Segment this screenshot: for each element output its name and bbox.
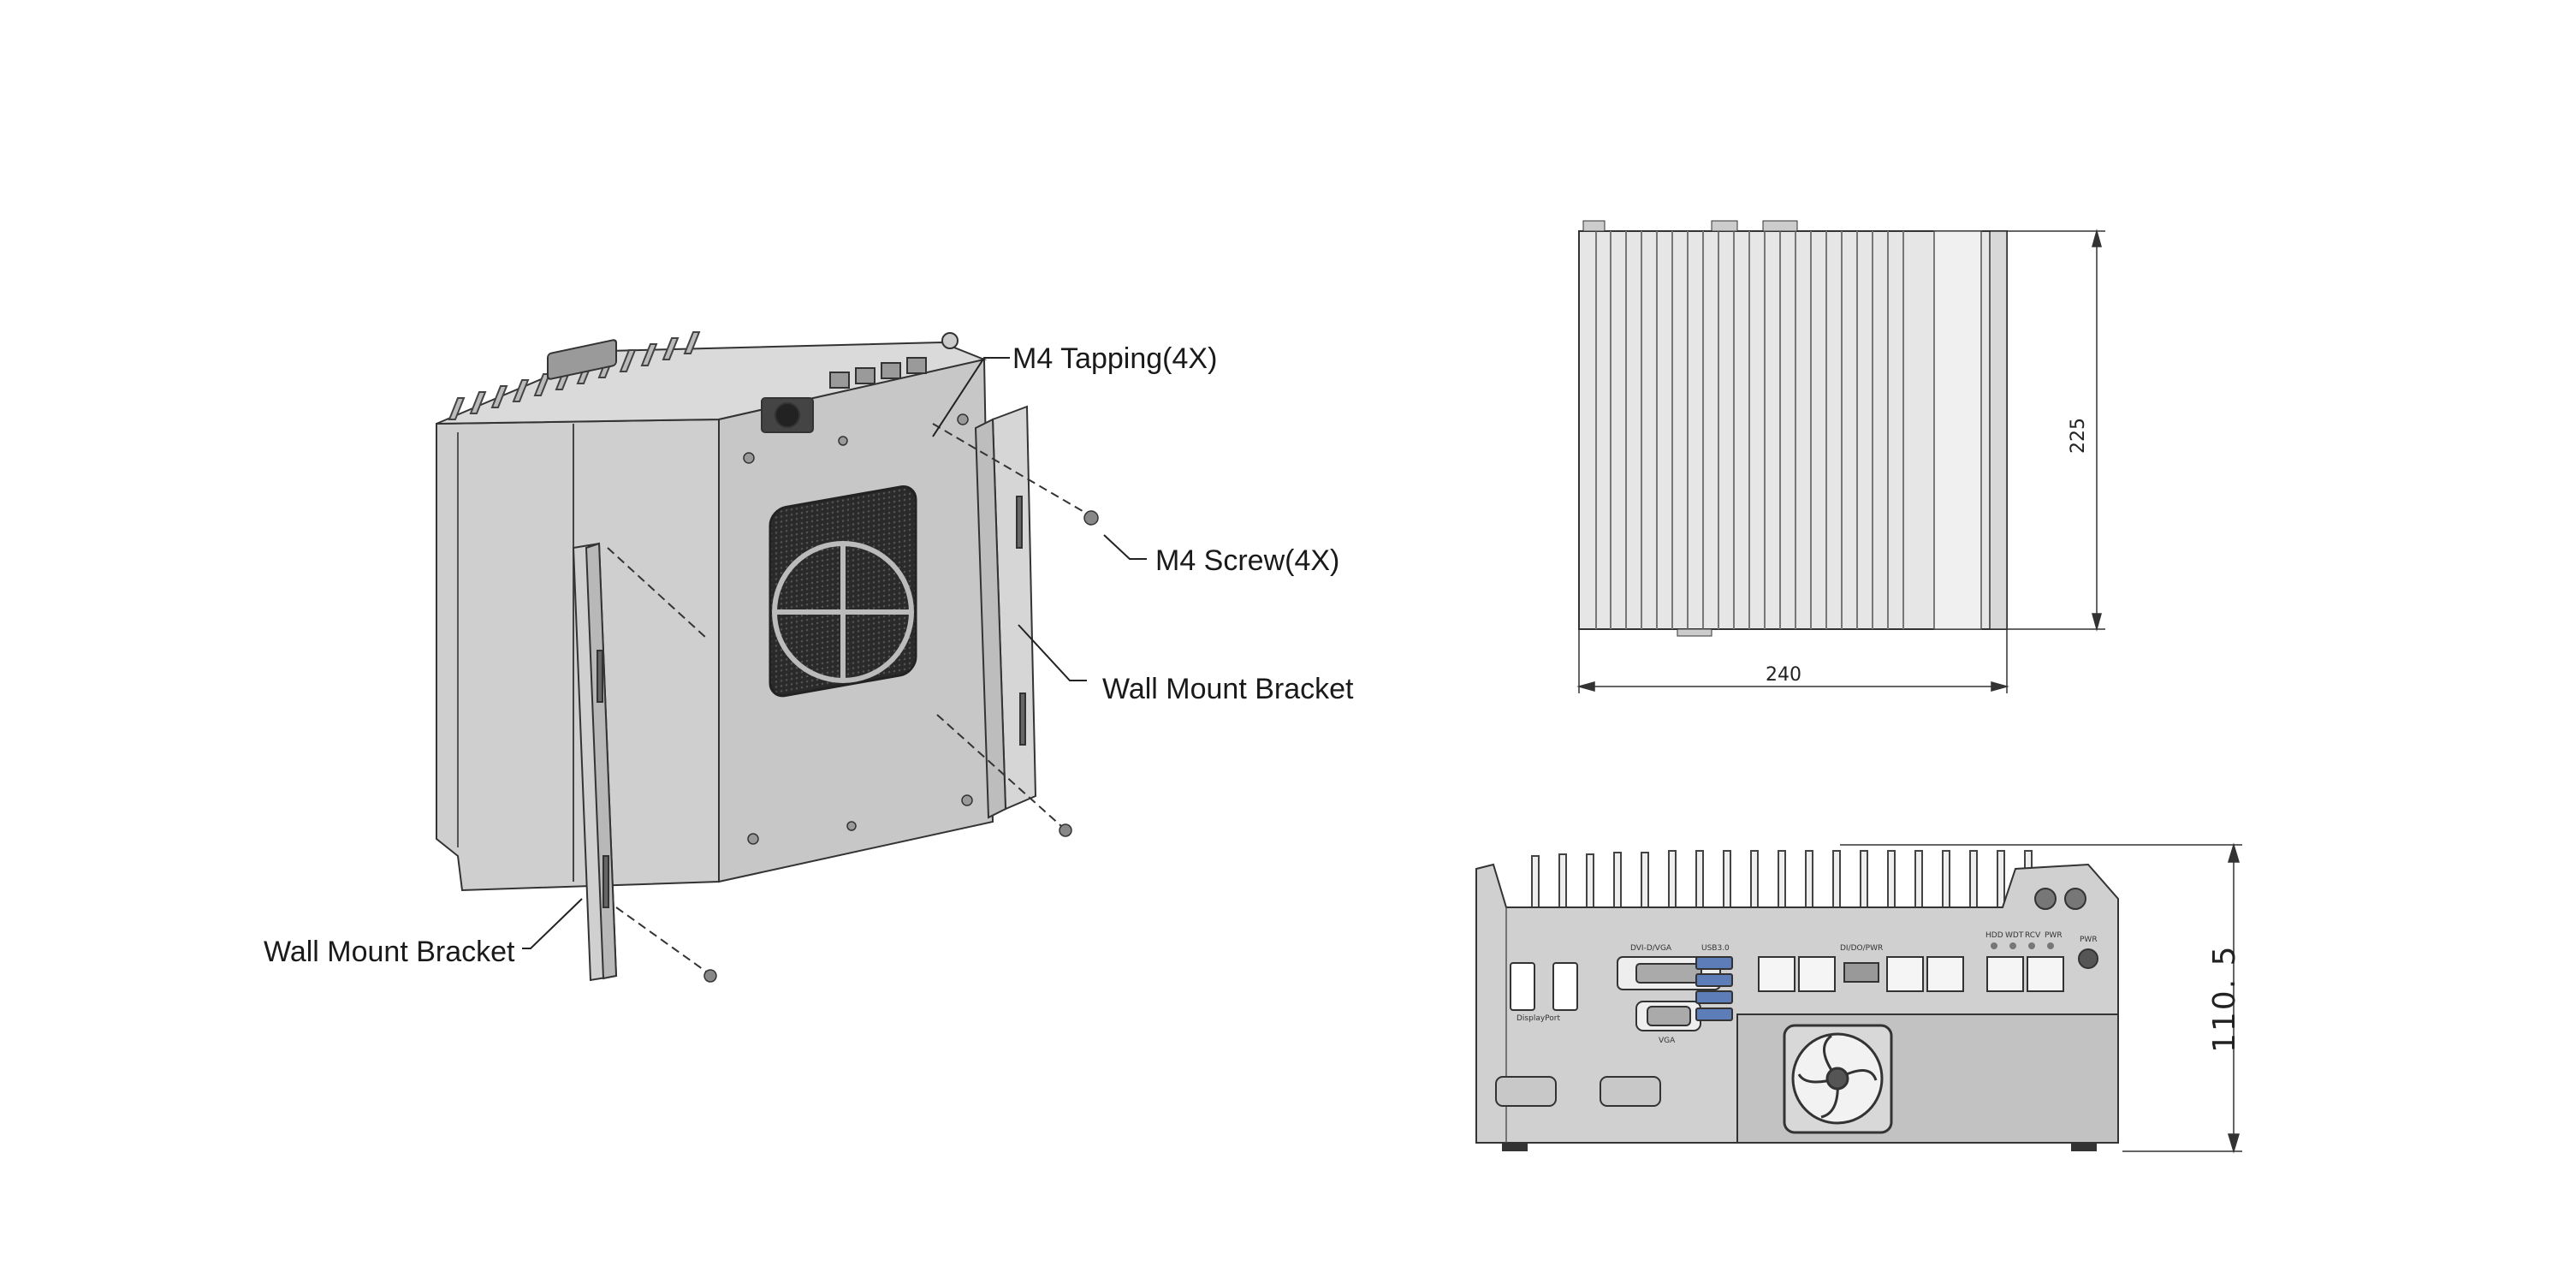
m4-screws <box>703 510 1099 983</box>
lan-connectors <box>1758 956 2064 992</box>
label-dvi: DVI-D/VGA <box>1630 944 1672 953</box>
com-connectors <box>1495 1076 1661 1107</box>
label-usb: USB3.0 <box>1701 944 1730 953</box>
callout-wall-mount-bracket-right: Wall Mount Bracket <box>1102 673 1354 705</box>
label-dio: DI/DO/PWR <box>1840 944 1883 953</box>
dim-225-line <box>2007 229 2105 632</box>
dim-label-110-5: 110. 5 <box>2207 944 2242 1053</box>
assembly-lines <box>607 423 1088 972</box>
label-led-wdt: WDT <box>2005 931 2024 940</box>
callout-leaders <box>522 357 1147 949</box>
left-wall-mount-bracket <box>572 542 618 982</box>
callout-wall-mount-bracket-left: Wall Mount Bracket <box>264 936 515 968</box>
top-view-fins <box>1595 231 1904 629</box>
top-view-drawing <box>1576 220 2105 693</box>
fan-grill <box>769 485 917 698</box>
right-wall-mount-bracket <box>974 405 1037 819</box>
label-led-pwr: PWR <box>2045 931 2063 940</box>
front-view-fins <box>1531 850 2033 908</box>
dim-110-5-line <box>1840 842 2242 1154</box>
dim-240-line <box>1576 629 2009 693</box>
io-panel-details <box>547 332 959 433</box>
label-vga: VGA <box>1659 1037 1676 1045</box>
screw-bosses <box>743 413 973 845</box>
label-led-hdd: HDD <box>1985 931 2003 940</box>
vga-connector <box>1635 1001 1701 1031</box>
displayport-connectors <box>1510 962 1578 1011</box>
dim-label-240: 240 <box>1766 664 1801 686</box>
label-displayport: DisplayPort <box>1517 1014 1560 1023</box>
usb-connectors <box>1695 956 1733 1021</box>
front-view-drawing: DVI-D/VGA VGA USB3.0 DisplayPort DI/DO/P… <box>1475 842 2242 1154</box>
label-pwr: PWR <box>2080 936 2098 944</box>
dim-label-225: 225 <box>2068 418 2089 454</box>
label-led-rcv: RCV <box>2025 931 2041 940</box>
dio-terminal <box>1843 962 1879 983</box>
isometric-exploded-view <box>436 331 1147 983</box>
callout-m4-screw: M4 Screw(4X) <box>1155 544 1340 577</box>
front-view-fan <box>1783 1024 1893 1134</box>
power-button <box>2078 948 2098 969</box>
status-leds <box>1991 942 2054 949</box>
callout-m4-tapping: M4 Tapping(4X) <box>1012 342 1218 375</box>
